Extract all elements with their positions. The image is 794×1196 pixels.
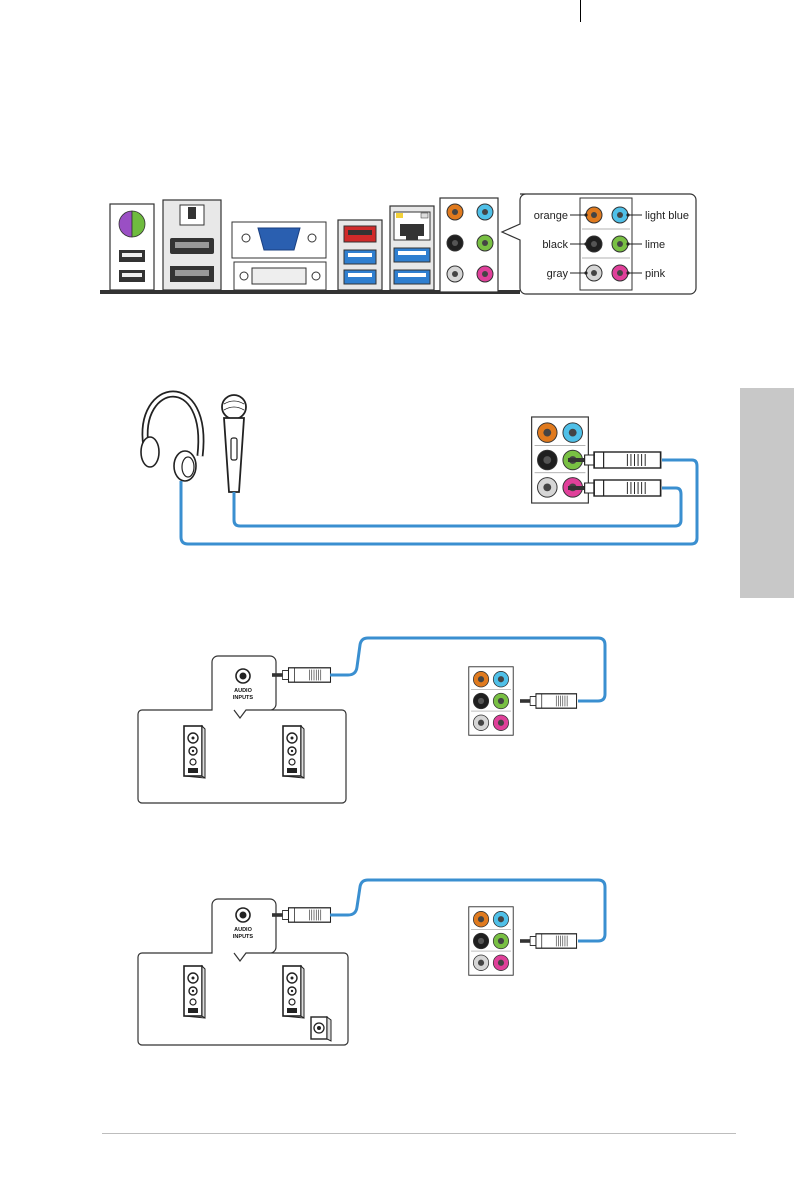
speaker-icon — [184, 966, 205, 1018]
plug-icon — [520, 694, 577, 708]
legend-light-blue: light blue — [645, 210, 689, 222]
audio-panel-21ch — [469, 907, 513, 975]
legend-orange: orange — [534, 210, 568, 222]
ps2-usb-port — [110, 204, 154, 290]
audio-inputs-label-1: AUDIO — [234, 927, 252, 933]
legend-black: black — [542, 239, 568, 251]
usb-port-stack — [338, 220, 382, 290]
rear-io-panel — [100, 198, 520, 292]
audio-inputs-label-2: INPUTS — [233, 934, 254, 940]
audio-inputs-label-2: INPUTS — [233, 695, 254, 701]
lan-usb-port — [390, 206, 434, 290]
legend-pink: pink — [645, 268, 666, 280]
jack-color-legend: orange black gray light blue lime pink — [502, 194, 696, 294]
microphone-icon — [222, 395, 246, 492]
plug-icon — [272, 668, 331, 682]
legend-gray: gray — [547, 268, 569, 280]
speaker-icon — [283, 966, 304, 1018]
audio-inputs-label-1: AUDIO — [234, 688, 252, 694]
audio-jack-icon — [236, 669, 250, 683]
headphone-mic-diagram — [141, 394, 697, 544]
rear-audio-jacks — [440, 198, 498, 292]
headphones-icon — [141, 394, 201, 481]
speaker-icon — [184, 726, 205, 778]
plug-icon — [520, 934, 577, 948]
speaker-icon — [283, 726, 304, 778]
subwoofer-speaker-diagram: AUDIO INPUTS — [138, 880, 605, 1045]
subwoofer-icon — [311, 1017, 331, 1041]
two-channel-speaker-diagram: AUDIO INPUTS — [138, 638, 605, 803]
plug-icon — [272, 908, 331, 922]
vga-dvi-port — [232, 222, 326, 290]
hdmi-optical-port — [163, 200, 221, 290]
audio-panel-2ch — [469, 667, 513, 735]
audio-jack-icon — [236, 908, 250, 922]
legend-lime: lime — [645, 239, 665, 251]
